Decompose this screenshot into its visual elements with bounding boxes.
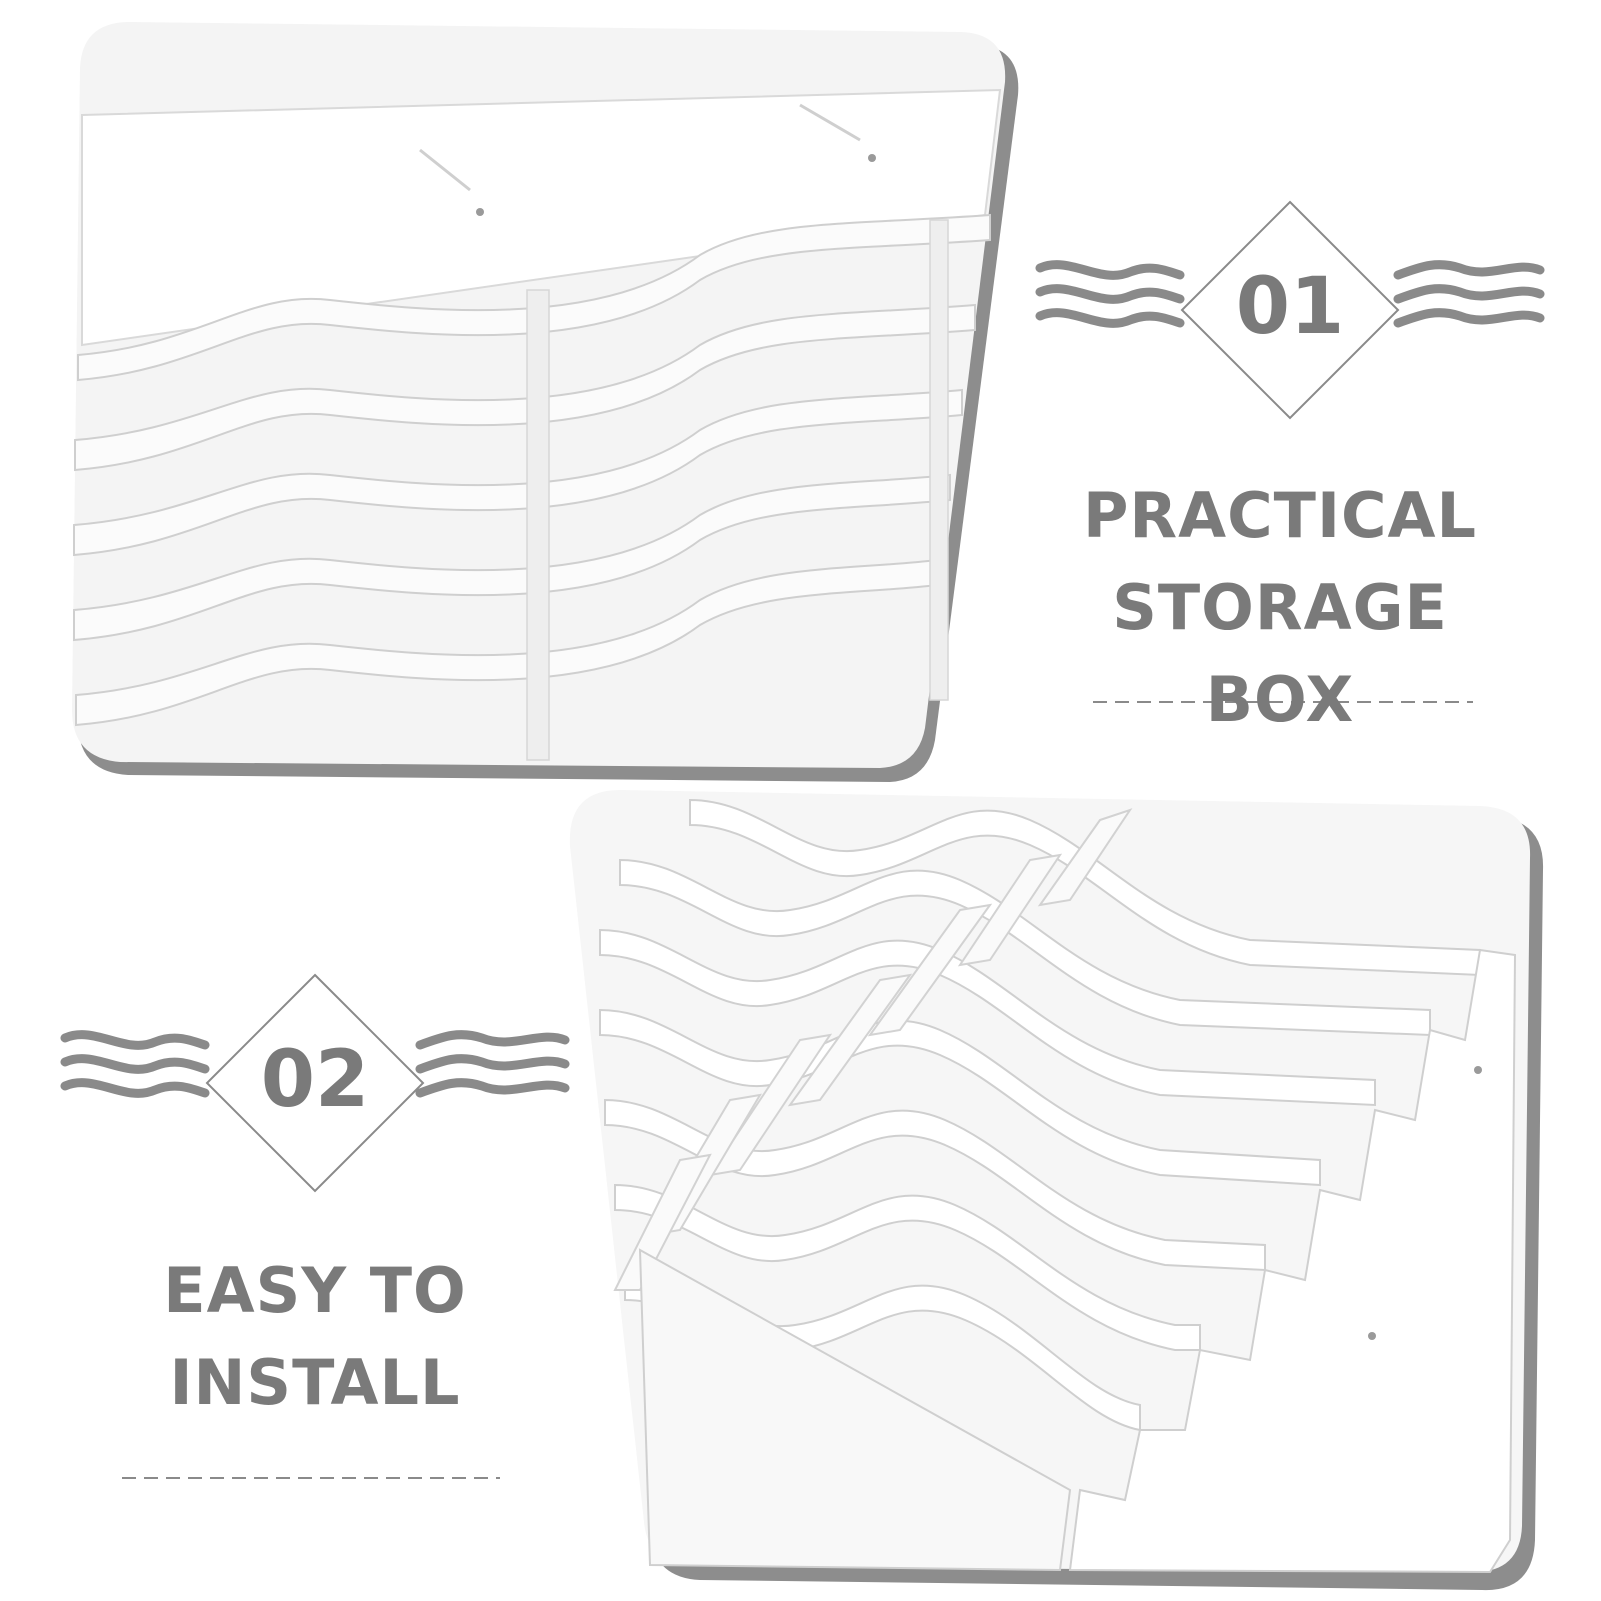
feature-2-title-line-1: EASY TO <box>163 1254 467 1327</box>
feature-2-title: EASY TO INSTALL <box>80 1245 550 1429</box>
badge-01 <box>1035 200 1545 420</box>
badge-number-02: 02 <box>260 1035 370 1125</box>
feature-1-title-line-1: PRACTICAL <box>1082 479 1478 552</box>
feature-2-title-line-2: INSTALL <box>169 1346 461 1419</box>
bottom-photo-organizer <box>599 798 1517 1574</box>
badge-02 <box>60 973 570 1193</box>
badge-number-01: 01 <box>1235 262 1345 352</box>
top-photo-organizer <box>73 88 1002 761</box>
feature-1-title-line-2: STORAGE BOX <box>1112 571 1448 736</box>
feature-1-title: PRACTICAL STORAGE BOX <box>1030 470 1530 746</box>
